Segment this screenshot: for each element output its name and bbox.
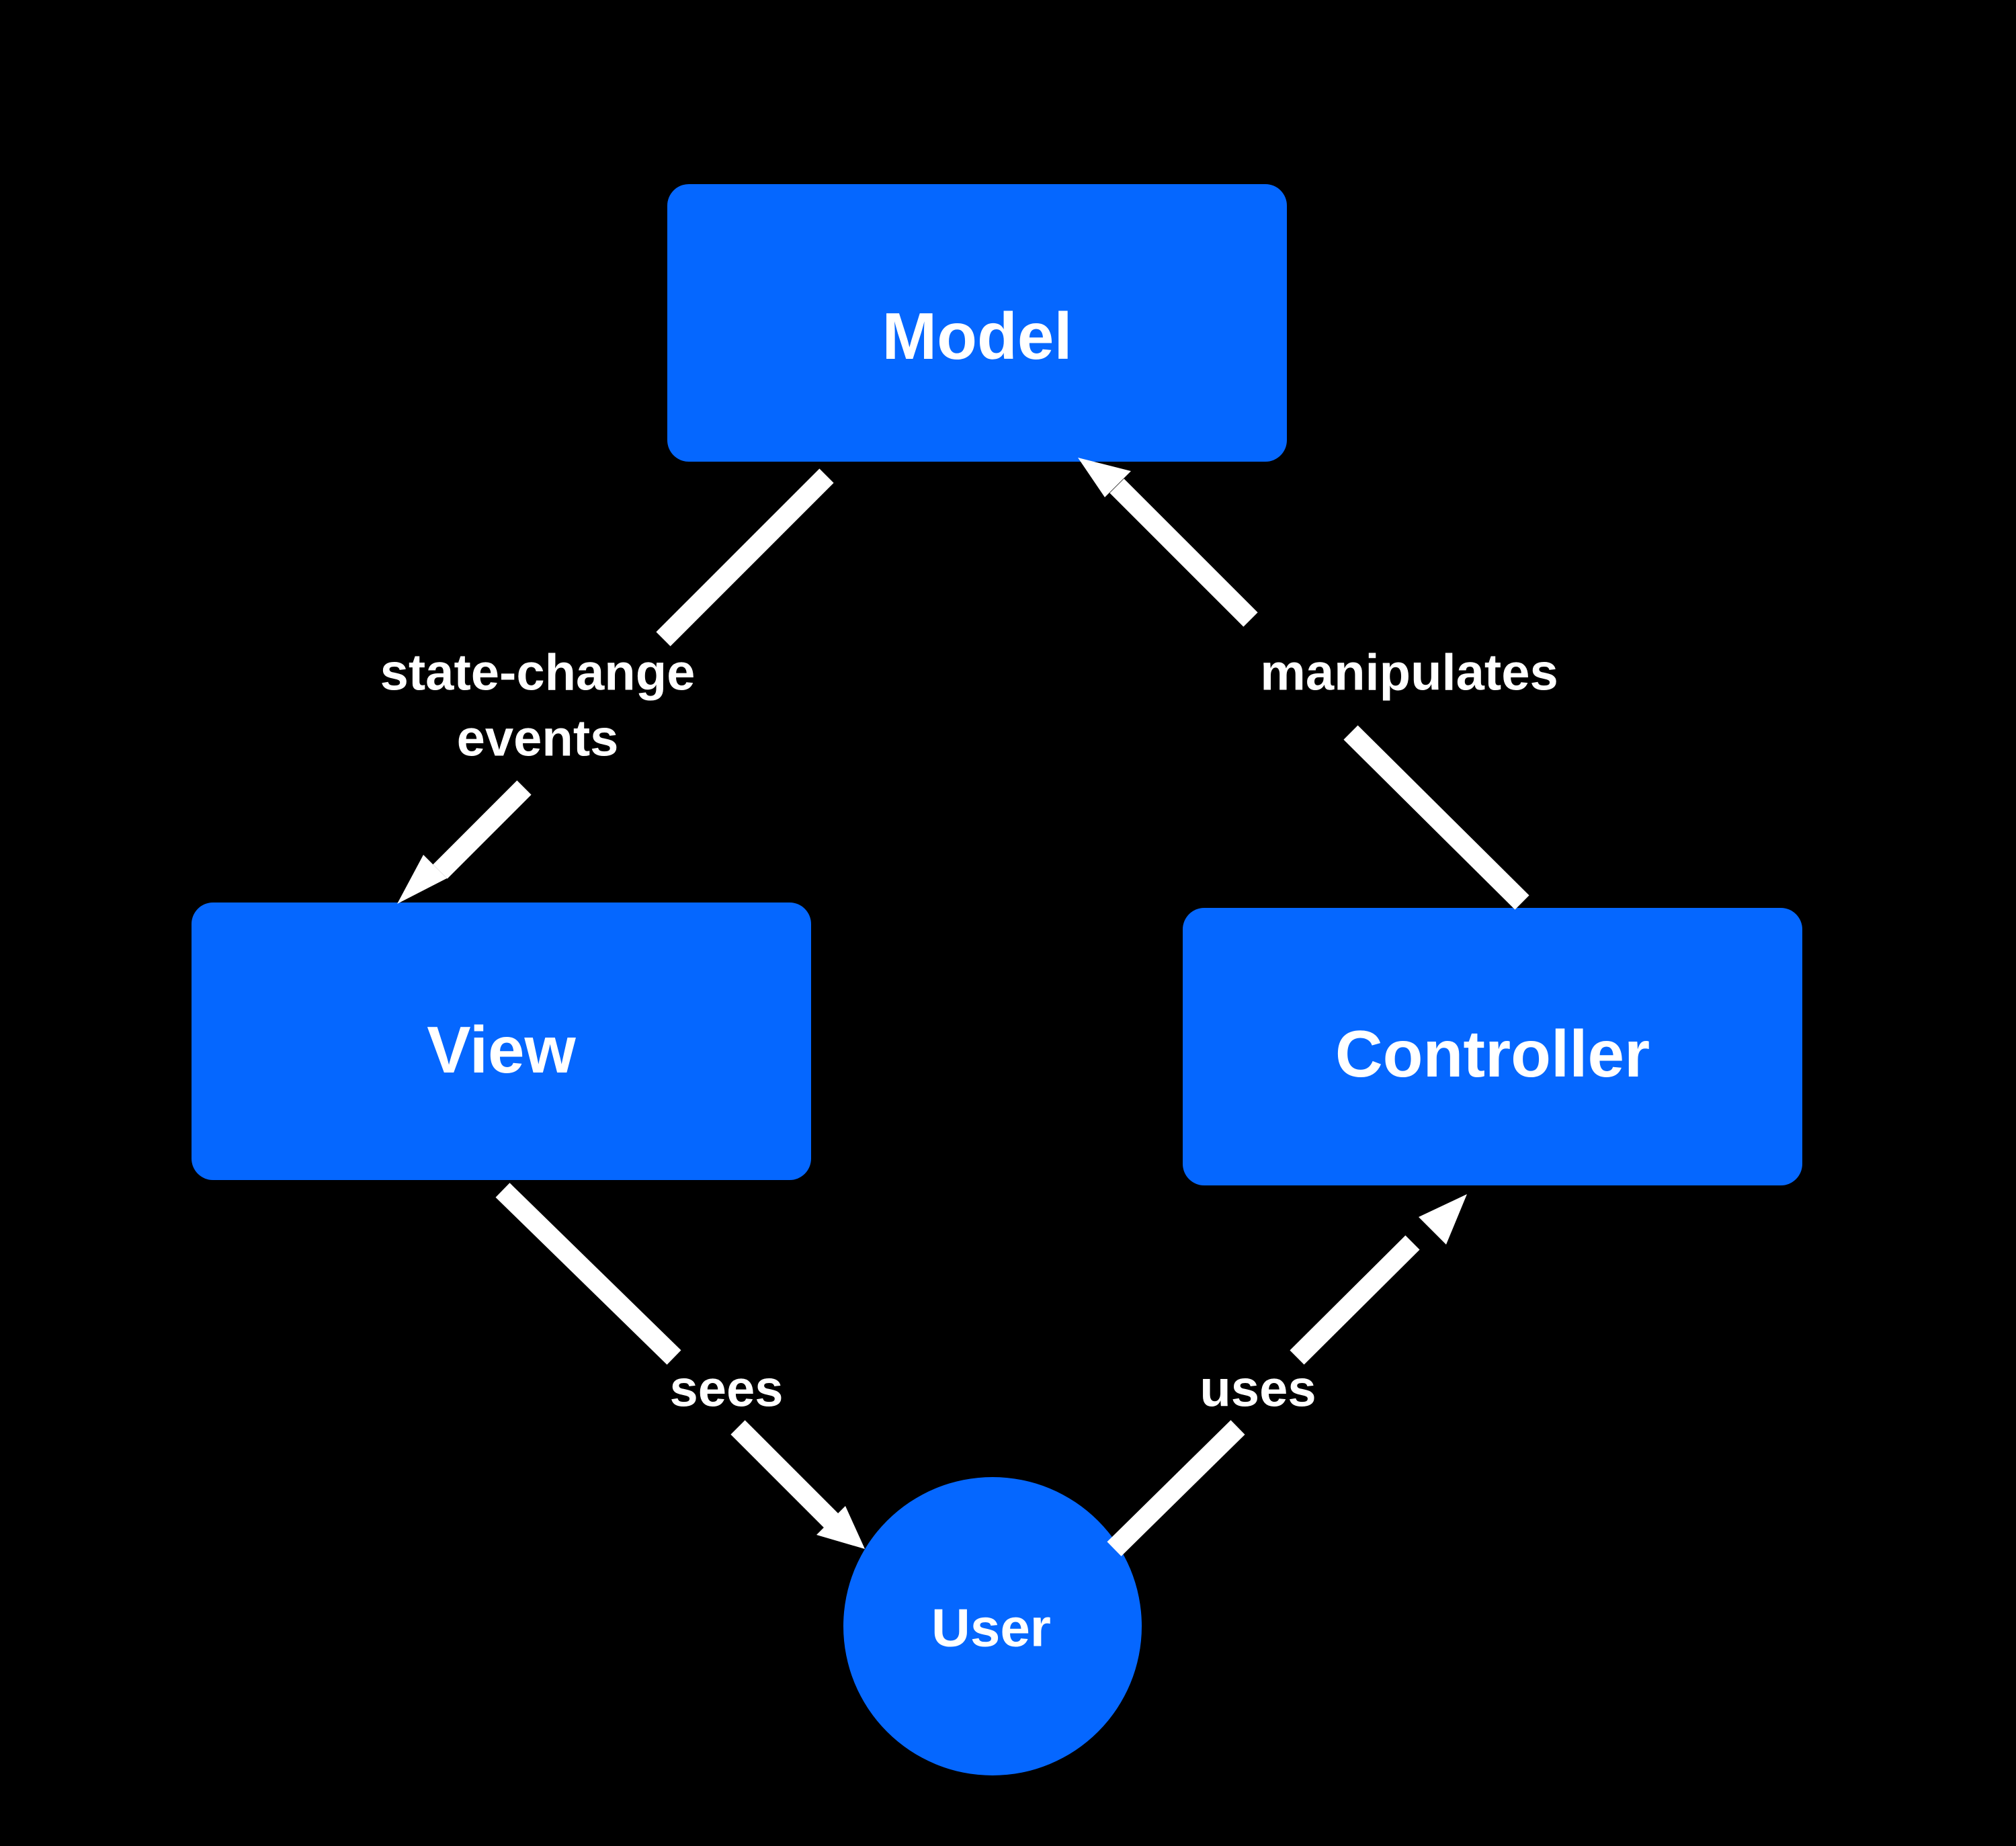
edge-model-to-view: state-change events [380, 468, 834, 904]
uses-label: uses [1200, 1361, 1316, 1418]
model-label: Model [882, 299, 1072, 373]
view-label: View [427, 1013, 576, 1087]
state-change-label-line2: events [457, 710, 619, 767]
edge-view-to-user: sees [495, 1183, 865, 1549]
model-node: Model [667, 184, 1287, 462]
user-controller-line-lower [1107, 1420, 1245, 1556]
view-box [192, 903, 811, 1180]
model-view-line-upper [656, 468, 834, 646]
edge-controller-to-model: manipulates [1078, 458, 1558, 910]
user-circle [843, 1477, 1142, 1775]
model-box [667, 184, 1287, 462]
manipulates-label: manipulates [1260, 644, 1558, 702]
view-user-line-upper [495, 1183, 681, 1365]
controller-label: Controller [1335, 1017, 1650, 1091]
controller-model-arrow-head [1078, 458, 1131, 497]
model-view-line-lower [433, 780, 532, 879]
state-change-label-line1: state-change [380, 644, 696, 702]
user-controller-line-upper [1290, 1235, 1420, 1365]
view-user-arrow-head [816, 1506, 865, 1549]
controller-model-line-lower [1343, 725, 1529, 910]
controller-model-line-upper [1109, 478, 1258, 627]
user-node: User [843, 1477, 1142, 1775]
view-node: View [192, 903, 811, 1180]
edge-user-to-controller: uses [1107, 1194, 1467, 1556]
model-view-arrow-head [397, 855, 447, 904]
user-controller-arrow-head [1419, 1194, 1467, 1245]
sees-label: sees [669, 1361, 783, 1418]
view-user-line-lower [730, 1420, 839, 1528]
controller-box [1183, 908, 1802, 1185]
controller-node: Controller [1183, 908, 1802, 1185]
user-label: User [931, 1598, 1051, 1658]
